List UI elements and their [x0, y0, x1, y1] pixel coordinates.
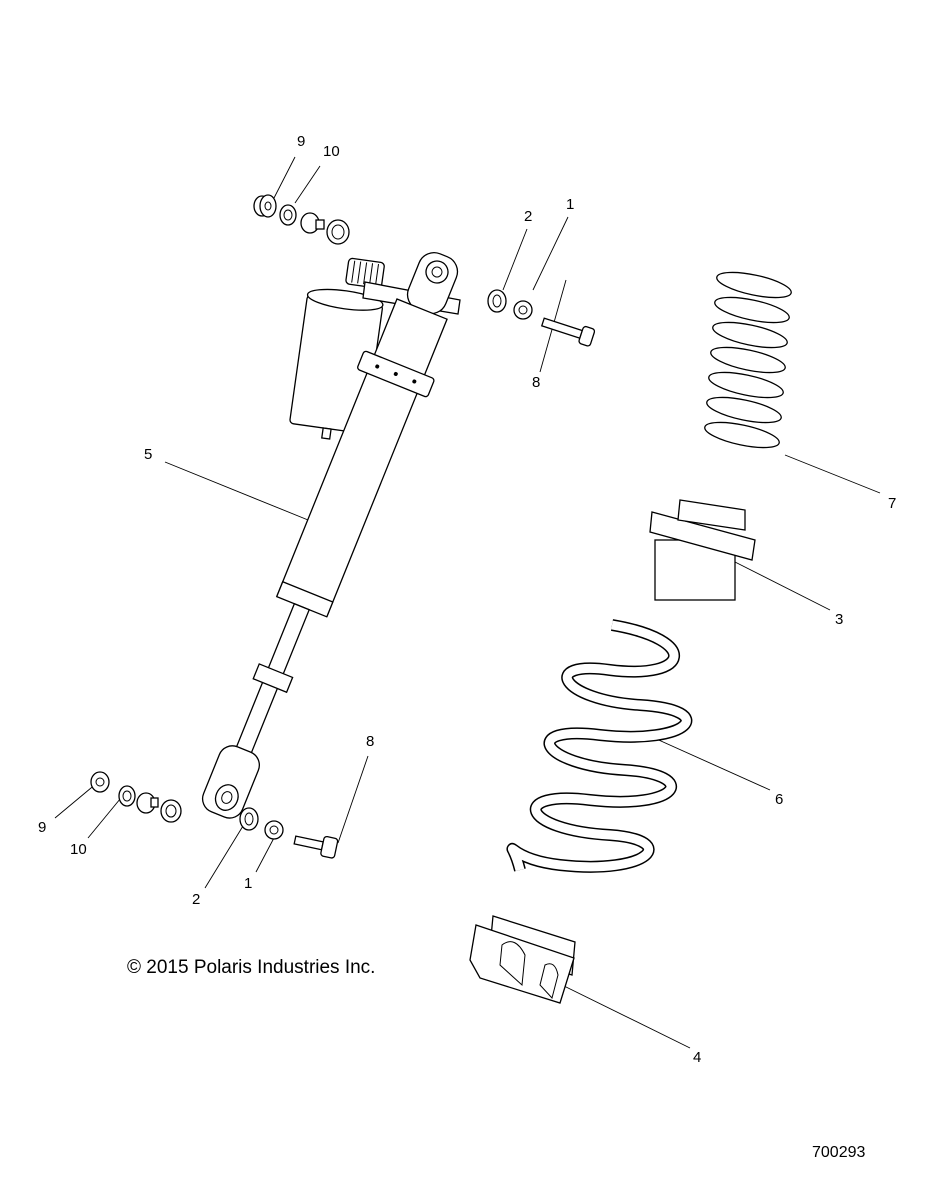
callout-9-top: 9 — [297, 133, 306, 150]
spring-collar — [649, 499, 756, 601]
callout-9-bottom: 9 — [38, 819, 47, 836]
callout-4: 4 — [693, 1049, 702, 1066]
callout-8-bottom: 8 — [366, 733, 375, 750]
shock-body — [201, 251, 459, 819]
callout-7: 7 — [888, 495, 897, 512]
bumper-stack — [704, 271, 792, 449]
callout-2-top: 2 — [524, 208, 533, 225]
callout-8-top: 8 — [532, 374, 541, 391]
copyright-notice: © 2015 Polaris Industries Inc. — [127, 957, 376, 978]
top-fastener-group — [253, 194, 350, 245]
drawing-number: 700293 — [812, 1144, 866, 1161]
coil-spring — [506, 619, 693, 873]
callout-3: 3 — [835, 611, 844, 628]
callout-1-bottom: 1 — [244, 875, 253, 892]
top-right-fastener-group — [487, 289, 596, 347]
callout-6: 6 — [775, 791, 784, 808]
bottom-right-fastener-group — [239, 807, 339, 859]
callout-10-bottom: 10 — [70, 841, 87, 858]
lower-spring-seat — [469, 915, 576, 1004]
callout-10-top: 10 — [323, 143, 340, 160]
callout-1-top: 1 — [566, 196, 575, 213]
bottom-left-fastener-group — [90, 771, 182, 823]
callout-2-bottom: 2 — [192, 891, 201, 908]
callout-5: 5 — [144, 446, 153, 463]
